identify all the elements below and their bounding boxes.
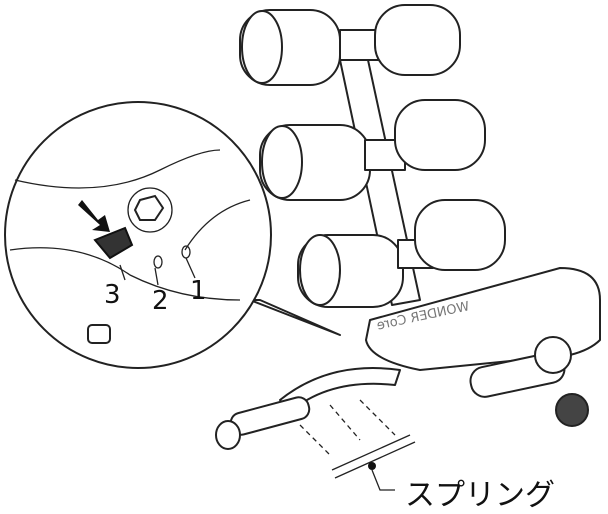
position-label-2: 2: [152, 286, 169, 316]
spring: [299, 399, 416, 491]
knob: [555, 393, 589, 427]
position-label-3: 3: [104, 280, 121, 310]
detail-callout: [4, 101, 341, 369]
lever: [93, 226, 134, 260]
position-label-1: 1: [190, 276, 207, 306]
spring-label: スプリング: [405, 478, 555, 513]
base-frame: [215, 367, 401, 450]
arrow-icon: [78, 200, 110, 232]
foam-rollers: [239, 4, 506, 308]
